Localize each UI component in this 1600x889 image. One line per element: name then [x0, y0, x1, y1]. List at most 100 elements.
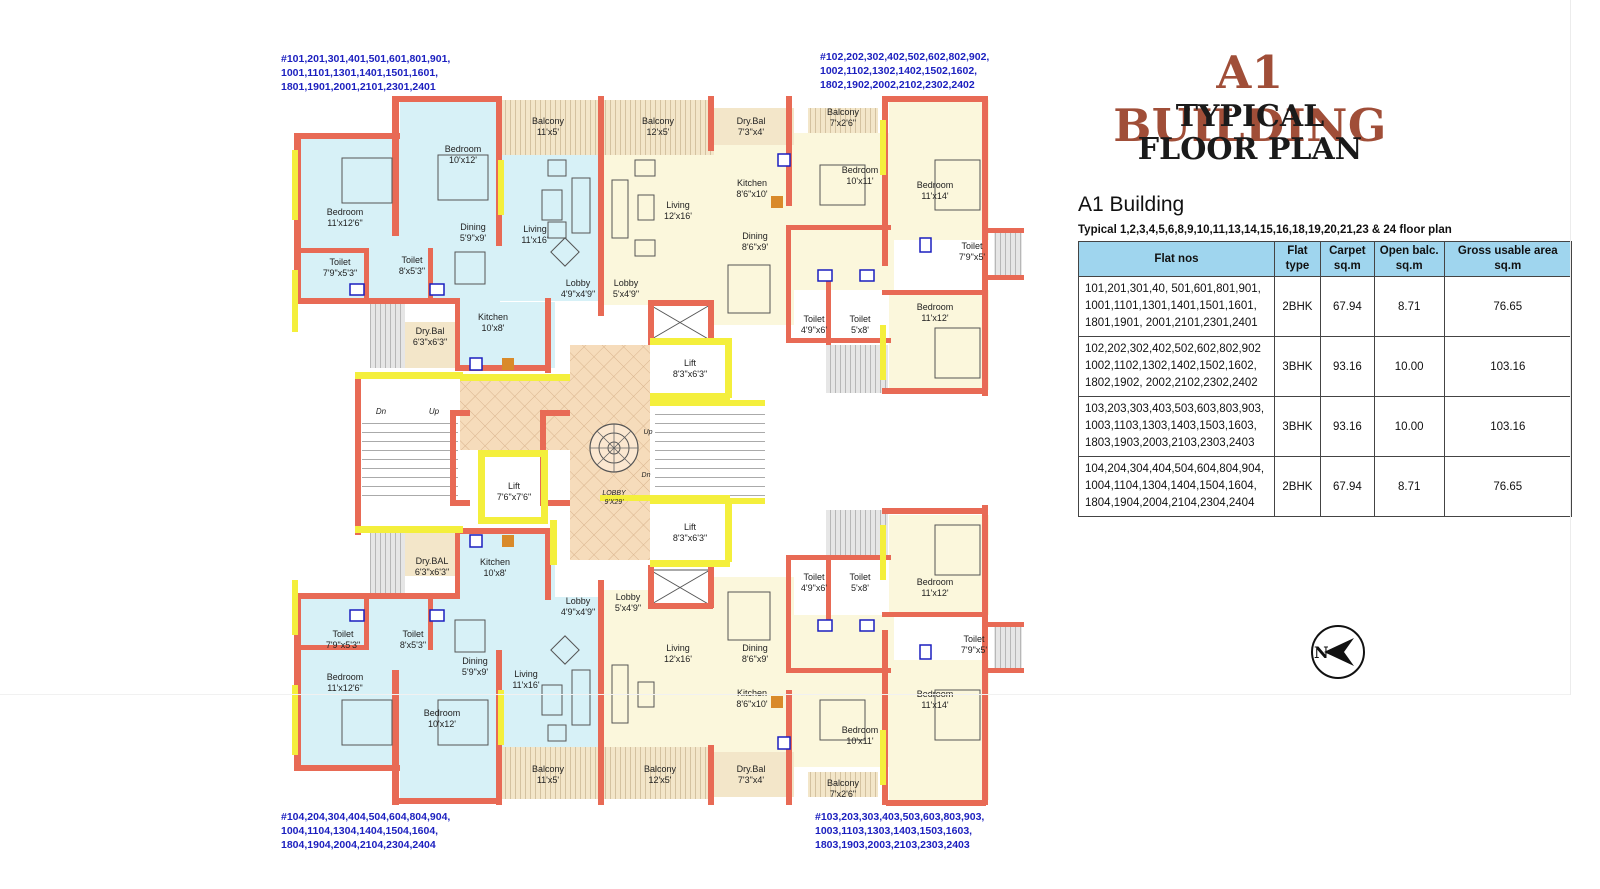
flat-nos-line: 1002,1102,1302,1402,1502,1602, — [1085, 360, 1257, 372]
cell-flat-type: 2BHK — [1273, 456, 1321, 517]
flat-nos-line: 1801,1901, 2001,2101,2301,2401 — [1085, 317, 1258, 329]
flat-list-bottom-right: #103,203,303,403,503,603,803,903, 1003,1… — [815, 810, 984, 852]
cell-flat-nos: 102,202,302,402,502,602,802,902 1002,1102… — [1078, 336, 1275, 397]
room-br-living-name: Living — [666, 643, 690, 653]
flat-list-line: #102,202,302,402,502,602,802,902, — [820, 51, 990, 63]
room-br-bedroom3-dim: 11'x12' — [921, 588, 949, 598]
room-tr-lobby-name: Lobby — [614, 278, 639, 288]
room-br-bedroom1-name: Bedroom — [842, 725, 879, 735]
room-bl-bedroom2-name: Bedroom — [424, 708, 461, 718]
cell-gross-area: 76.65 — [1443, 456, 1573, 517]
flat-bottom-left — [300, 530, 604, 799]
room-tr-toilet1-dim: 7'9"x5' — [959, 252, 985, 262]
room-tr-toilet3-name: Toilet — [849, 314, 871, 324]
stair2-up-label: Up — [644, 429, 653, 436]
room-tr-dining-dim: 8'6"x9' — [742, 242, 768, 252]
room-bl-bedroom1-dim: 11'x12'6" — [327, 683, 363, 693]
flat-list-line: 1003,1103,1303,1403,1503,1603, — [815, 825, 973, 837]
cell-gross-area: 103.16 — [1443, 396, 1573, 457]
room-lift2-name: Lift — [508, 481, 521, 491]
room-tl-drybal-name: Dry.Bal — [416, 326, 445, 336]
room-tr-balcony1-dim: 12'x5' — [647, 127, 670, 137]
room-br-toilet2-dim: 5'x8' — [851, 583, 869, 593]
flat-bottom-right — [604, 510, 1022, 800]
table-row: 101,201,301,40, 501,601,801,901,1001,110… — [1078, 276, 1573, 337]
flat-nos-line: 1003,1103,1303,1403,1503,1603, — [1085, 420, 1257, 432]
th-flat-nos: Flat nos — [1078, 241, 1275, 277]
room-br-dining-name: Dining — [742, 643, 768, 653]
room-tl-balcony-name: Balcony — [532, 116, 565, 126]
divider-line — [0, 694, 1570, 695]
room-tr-bedroom3-name: Bedroom — [917, 302, 954, 312]
flat-nos-line: 102,202,302,402,502,602,802,902 — [1085, 343, 1261, 355]
stair2-dn-label: Dn — [642, 472, 651, 479]
room-tr-bedroom2-dim: 11'x14' — [921, 191, 949, 201]
windows — [292, 120, 886, 785]
furniture — [341, 154, 981, 746]
room-br-lobby-name: Lobby — [616, 592, 641, 602]
room-tr-drybal-name: Dry.Bal — [737, 116, 766, 126]
th-open-l1: Open balc. — [1379, 245, 1439, 257]
room-bl-toilet2-name: Toilet — [402, 629, 424, 639]
room-bl-balcony-dim: 11'x5' — [537, 775, 560, 785]
fixtures — [349, 153, 932, 750]
room-br-balcony2-name: Balcony — [827, 778, 860, 788]
flat-list-line: 1001,1101,1301,1401,1501,1601, — [281, 67, 439, 79]
cell-carpet: 67.94 — [1319, 456, 1375, 517]
th-gross-l2: sq.m — [1494, 260, 1522, 272]
stair-dn-label: Dn — [376, 407, 387, 416]
room-br-toilet3-dim: 7'9"x5' — [961, 645, 987, 655]
room-br-bedroom2-dim: 11'x14' — [921, 700, 949, 710]
cell-flat-nos: 101,201,301,40, 501,601,801,901,1001,110… — [1078, 276, 1275, 337]
room-tr-living-name: Living — [666, 200, 690, 210]
room-bl-dining-name: Dining — [462, 656, 488, 666]
flat-list-line: 1801,1901,2001,2101,2301,2401 — [281, 81, 436, 93]
room-tr-bedroom1-dim: 10'x11' — [846, 176, 874, 186]
flat-list-line: #104,204,304,404,504,604,804,904, — [281, 811, 451, 823]
compass-icon: N — [1311, 625, 1365, 679]
flat-top-left — [300, 100, 604, 368]
flat-nos-line: 104,204,304,404,504,604,804,904, — [1085, 463, 1265, 475]
room-bl-drybal-name: Dry.BAL — [416, 556, 449, 566]
compass-north-label: N — [1314, 643, 1329, 662]
room-tr-balcony1-name: Balcony — [642, 116, 675, 126]
stair-up-label: Up — [429, 407, 440, 416]
th-carpet-l2: sq.m — [1333, 260, 1361, 272]
room-tl-bedroom1-dim: 10'x12' — [449, 155, 477, 165]
room-br-bedroom3-name: Bedroom — [917, 577, 954, 587]
room-br-lobby-dim: 5'x4'9" — [615, 603, 641, 613]
room-tl-living-name: Living — [523, 224, 547, 234]
cell-open-balc: 10.00 — [1373, 396, 1445, 457]
kitchen-hob — [502, 196, 783, 708]
flat-nos-line: 1804,1904,2004,2104,2304,2404 — [1085, 497, 1255, 509]
room-br-toilet1-dim: 4'9"x6' — [801, 583, 827, 593]
room-bl-lobby-name: Lobby — [566, 596, 591, 606]
room-tr-toilet2-name: Toilet — [803, 314, 825, 324]
room-tr-living-dim: 12'x16' — [664, 211, 692, 221]
room-bl-kitchen-name: Kitchen — [480, 557, 510, 567]
room-tr-balcony2-dim: 7'x2'6" — [830, 118, 856, 128]
room-br-kitchen-name: Kitchen — [737, 688, 767, 698]
cell-gross-area: 103.16 — [1443, 336, 1573, 397]
table-row: 102,202,302,402,502,602,802,902 1002,1102… — [1078, 336, 1573, 397]
flat-nos-line: 1803,1903,2003,2103,2303,2403 — [1085, 437, 1255, 449]
room-tr-bedroom1-name: Bedroom — [842, 165, 879, 175]
subtitle-line-1: TYPICAL — [1175, 99, 1325, 134]
room-br-balcony1-dim: 12'x5' — [649, 775, 672, 785]
room-lift1-dim: 8'3"x6'3" — [673, 369, 707, 379]
cell-gross-area: 76.65 — [1443, 276, 1573, 337]
room-lift1-name: Lift — [684, 358, 697, 368]
table-row: 104,204,304,404,504,604,804,904,1004,110… — [1078, 456, 1573, 517]
room-bl-toilet1-name: Toilet — [332, 629, 354, 639]
room-bl-balcony-name: Balcony — [532, 764, 565, 774]
room-tl-toilet1-name: Toilet — [329, 257, 351, 267]
table-row: 103,203,303,403,503,603,803,903,1003,110… — [1078, 396, 1573, 457]
room-tr-dining-name: Dining — [742, 231, 768, 241]
room-tl-bedroom2-name: Bedroom — [327, 207, 364, 217]
page-title: A1 BUILDING — [1113, 46, 1387, 152]
